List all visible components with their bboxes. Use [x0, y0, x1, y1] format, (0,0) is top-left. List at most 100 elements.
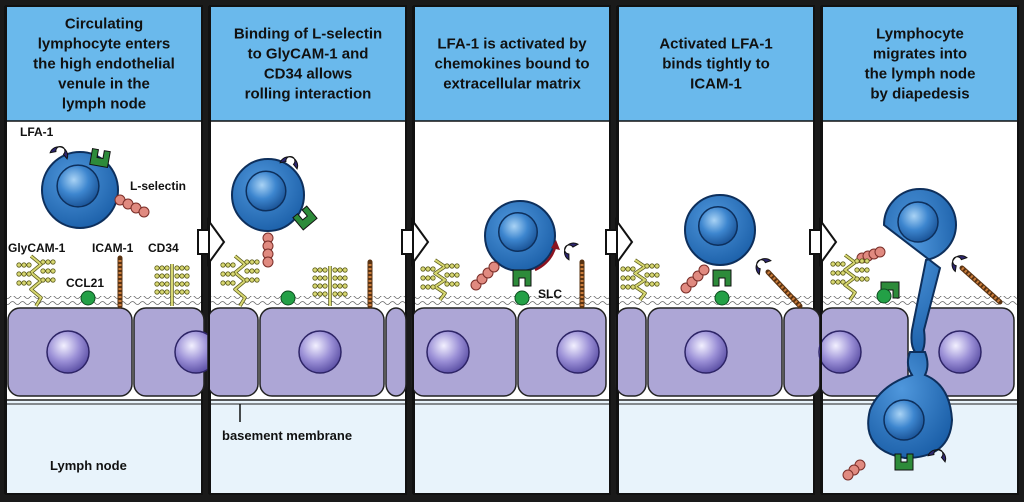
receptor-panel4 — [712, 269, 732, 287]
sugar-bead — [184, 273, 190, 279]
panel-title-line: Binding of L-selectin — [234, 26, 382, 43]
panel-title-line: binds tightly to — [662, 56, 769, 73]
sugar-bead — [854, 276, 860, 282]
sugar-bead — [620, 275, 626, 281]
sugar-bead — [654, 272, 660, 278]
sugar-bead — [430, 275, 436, 281]
sugar-bead — [244, 268, 250, 274]
lfa1-panel3 — [563, 242, 579, 261]
endothelial-nucleus — [46, 330, 90, 374]
sugar-bead — [449, 263, 455, 269]
lfa1-panel2 — [279, 156, 299, 170]
sugar-bead — [230, 280, 236, 286]
sugar-bead — [444, 272, 450, 278]
sugar-bead — [26, 271, 32, 277]
sugar-bead — [184, 281, 190, 287]
l-selectin-bead — [262, 256, 274, 268]
sugar-bead — [312, 291, 318, 297]
sugar-bead — [21, 280, 27, 286]
panel-header — [821, 5, 1019, 122]
sugar-bead — [154, 289, 160, 295]
sugar-bead — [859, 258, 865, 264]
sugar-bead — [45, 268, 51, 274]
chemokine-panel5 — [876, 288, 892, 304]
sugar-bead — [159, 273, 165, 279]
sugar-bead — [225, 271, 231, 277]
sugar-bead — [425, 275, 431, 281]
sugar-bead — [835, 261, 841, 267]
panel-divider — [616, 6, 618, 494]
sugar-bead — [164, 281, 170, 287]
sugar-bead — [337, 275, 343, 281]
endothelial-cell — [517, 307, 607, 397]
endothelial-cell — [7, 307, 133, 397]
sugar-bead — [254, 277, 260, 283]
sugar-bead — [625, 275, 631, 281]
endothelial-cell — [385, 307, 407, 397]
lfa1-shape — [927, 449, 947, 463]
sugar-bead — [859, 276, 865, 282]
panel-title-line: the lymph node — [865, 66, 976, 83]
sugar-bead — [45, 259, 51, 265]
sugar-bead — [21, 271, 27, 277]
sugar-bead — [859, 267, 865, 273]
panel-title-line: lymphocyte enters — [38, 36, 171, 53]
sugar-bead — [644, 263, 650, 269]
sugar-bead — [342, 275, 348, 281]
sugar-bead — [630, 284, 636, 290]
sugar-bead — [337, 283, 343, 289]
sugar-bead — [430, 284, 436, 290]
lymphocyte-nucleus — [56, 164, 100, 208]
lfa1-shape — [951, 255, 968, 273]
sugar-bead — [174, 289, 180, 295]
sugar-bead — [449, 281, 455, 287]
endothelial-cell-body — [207, 307, 259, 397]
sugar-bead — [21, 262, 27, 268]
sugar-bead — [16, 262, 22, 268]
label-icam1: ICAM-1 — [92, 241, 134, 255]
sugar-bead — [50, 259, 56, 265]
sugar-bead — [184, 265, 190, 271]
sugar-bead — [654, 281, 660, 287]
label-ccl21: CCL21 — [66, 276, 104, 290]
l-selectin-bead — [842, 469, 854, 481]
sugar-bead — [159, 265, 165, 271]
panel-title-line: venule in the — [58, 76, 150, 93]
sugar-bead — [830, 270, 836, 276]
sugar-bead — [840, 261, 846, 267]
endothelial-nucleus — [298, 330, 342, 374]
sugar-bead — [249, 259, 255, 265]
sugar-bead — [244, 259, 250, 265]
sugar-bead — [179, 273, 185, 279]
l-selectin-panel4 — [680, 264, 710, 294]
sugar-bead — [220, 271, 226, 277]
sugar-bead — [332, 267, 338, 273]
endothelial-nucleus — [818, 330, 862, 374]
sugar-bead — [322, 291, 328, 297]
endothelial-nucleus — [426, 330, 470, 374]
migrating-lymphocyte — [867, 188, 958, 460]
glycam1-panel3 — [420, 258, 460, 302]
panel-title-line: Activated LFA-1 — [659, 36, 772, 53]
sugar-bead — [342, 283, 348, 289]
sugar-bead — [337, 291, 343, 297]
label-glycam1: GlyCAM-1 — [8, 241, 66, 255]
sugar-bead — [40, 268, 46, 274]
activation-arrowhead — [551, 240, 560, 250]
glycam1-panel1 — [16, 254, 56, 307]
sugar-bead — [332, 283, 338, 289]
endothelial-nucleus — [556, 330, 600, 374]
sugar-bead — [444, 281, 450, 287]
label-cd34: CD34 — [148, 241, 179, 255]
endothelial-cell — [411, 307, 517, 397]
lfa1-shape — [563, 242, 579, 261]
sugar-bead — [644, 272, 650, 278]
panel-title-line: lymph node — [62, 96, 146, 113]
sugar-bead — [312, 275, 318, 281]
endothelial-cell-body — [385, 307, 407, 397]
endothelial-cell — [133, 307, 218, 397]
